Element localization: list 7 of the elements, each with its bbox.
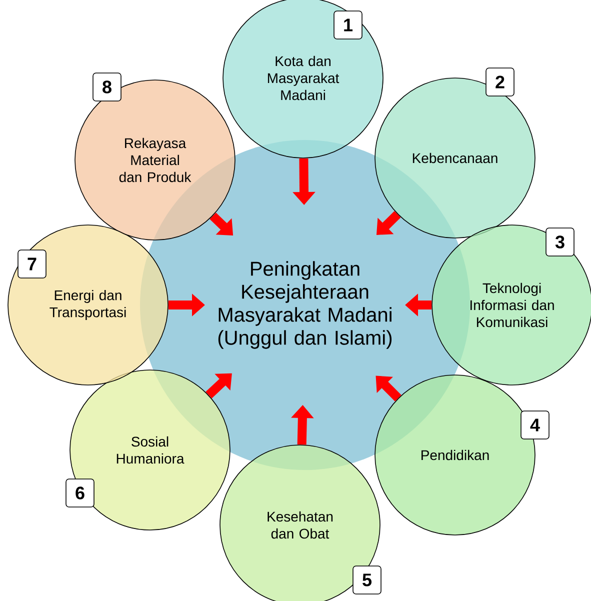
number-badge: 6 <box>66 478 94 508</box>
number-badge: 8 <box>92 72 122 102</box>
arrow <box>376 376 402 402</box>
number-badge: 4 <box>520 410 550 440</box>
number-badge: 2 <box>486 68 514 96</box>
arrow <box>206 373 232 398</box>
number-badge: 5 <box>352 566 382 594</box>
